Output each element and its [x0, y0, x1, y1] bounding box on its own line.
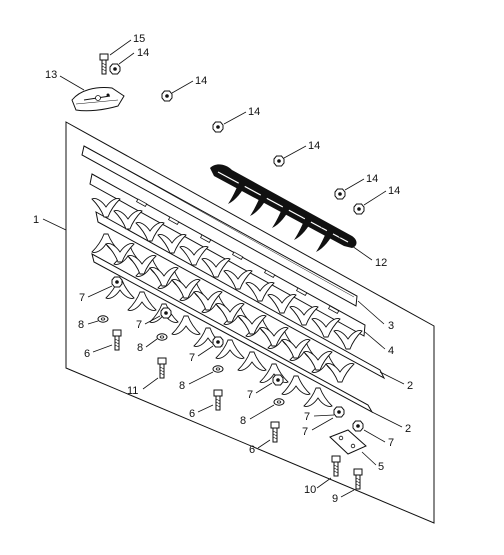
- callout-6: 6: [189, 408, 195, 420]
- callout-7: 7: [247, 389, 253, 401]
- part-13-bracket: [71, 87, 125, 112]
- part-12-comb: [210, 164, 357, 252]
- callout-7: 7: [136, 319, 142, 331]
- callout-14: 14: [248, 106, 260, 118]
- callout-7: 7: [388, 437, 394, 449]
- callout-13: 13: [45, 69, 57, 81]
- callout-2: 2: [405, 423, 411, 435]
- callout-14: 14: [195, 75, 207, 87]
- callout-7: 7: [304, 411, 310, 423]
- callout-11: 11: [127, 385, 138, 397]
- callout-14: 14: [366, 173, 378, 185]
- callout-14: 14: [308, 140, 320, 152]
- callout-8: 8: [240, 415, 246, 427]
- callout-12: 12: [375, 257, 387, 269]
- part-3-top-bar: [81, 145, 358, 307]
- assembly-frame: [65, 121, 435, 524]
- leader-lines: [42, 39, 405, 498]
- callout-8: 8: [78, 319, 84, 331]
- callout-3: 3: [388, 320, 394, 332]
- callout-6: 6: [84, 348, 90, 360]
- callout-8: 8: [137, 342, 143, 354]
- callout-7: 7: [79, 292, 85, 304]
- part-4-slotted-bar: [89, 173, 366, 337]
- part-5-plate: [329, 429, 367, 455]
- callout-10: 10: [304, 484, 316, 496]
- callout-7: 7: [302, 426, 308, 438]
- callout-1: 1: [33, 214, 39, 226]
- callout-14: 14: [388, 185, 400, 197]
- callout-7: 7: [189, 352, 195, 364]
- callout-9: 9: [332, 493, 338, 505]
- callout-5: 5: [378, 461, 384, 473]
- part-2-upper-blade: [91, 198, 386, 380]
- callout-6: 6: [249, 444, 255, 456]
- part-15-bolt: [99, 53, 109, 75]
- callout-8: 8: [179, 380, 185, 392]
- callout-numbers: 1 15 14 13 14 14 14 14 14 12 3 4 2 2 5 7…: [33, 33, 413, 505]
- callout-15: 15: [133, 33, 145, 45]
- callout-2: 2: [407, 380, 413, 392]
- callout-14: 14: [137, 47, 149, 59]
- callout-4: 4: [388, 345, 394, 357]
